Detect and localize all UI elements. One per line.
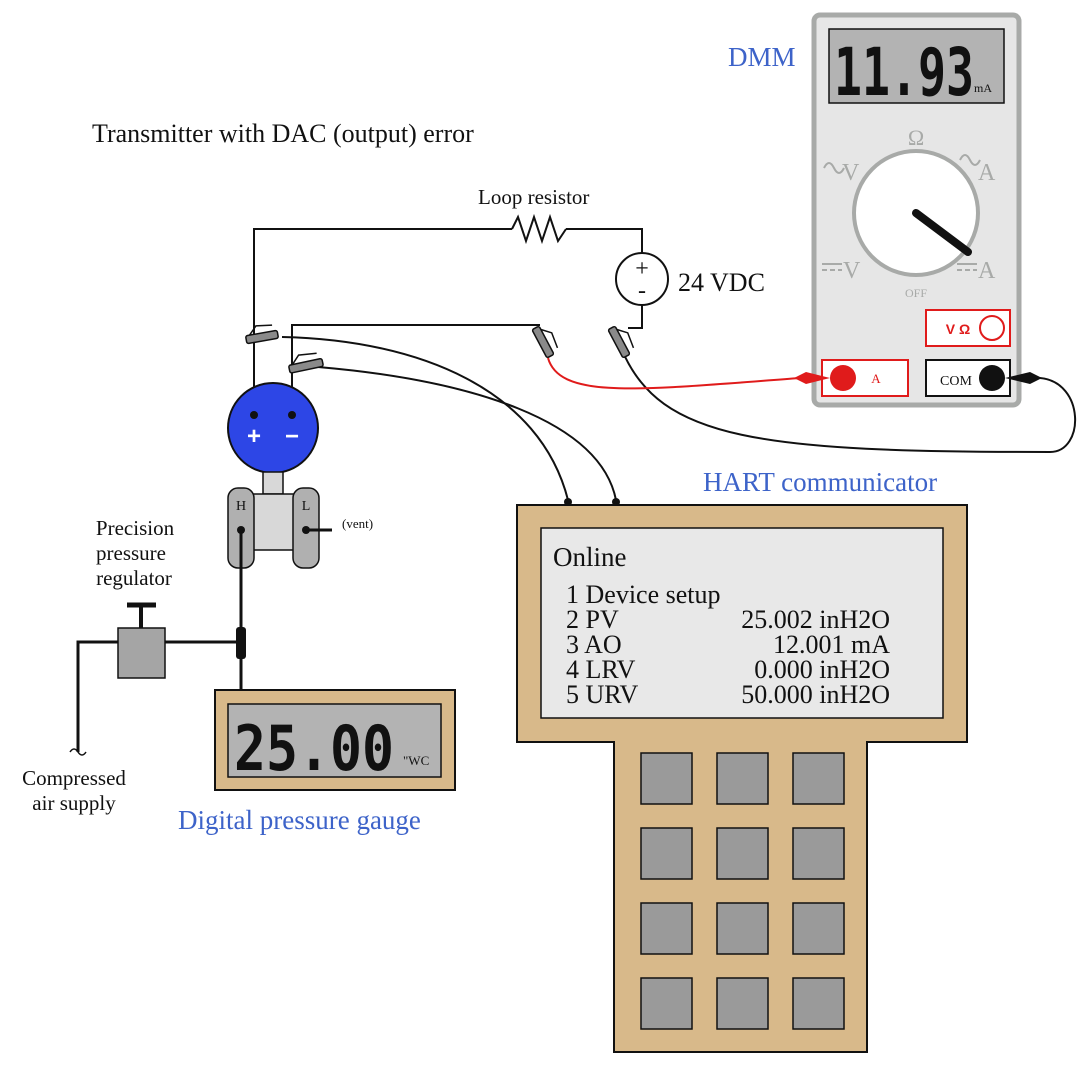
supply-plus-sign: + <box>635 256 649 282</box>
hart-menu-item-2[interactable]: 2 PV <box>566 605 619 634</box>
transmitter-plus-terminal: + <box>247 423 261 450</box>
high-port-label: H <box>236 499 246 514</box>
hart-menu-value-5: 50.000 inH2O <box>741 680 890 709</box>
hart-menu-item-1[interactable]: 1 Device setup <box>566 580 721 609</box>
loop-resistor-label: Loop resistor <box>478 185 589 209</box>
volt-ohm-jack[interactable] <box>979 315 1005 341</box>
off-label: OFF <box>905 286 927 300</box>
hart-keypad <box>640 752 845 1030</box>
gauge-display <box>227 703 442 778</box>
dc-power-supply: + - <box>615 252 669 306</box>
hart-key-r4-c2[interactable] <box>716 977 769 1030</box>
clip-dmm-red <box>531 325 559 359</box>
alligator-clips <box>245 324 635 374</box>
hart-key-r4-c3[interactable] <box>792 977 845 1030</box>
volt-ohm-jack-label: V Ω <box>946 321 970 337</box>
low-port-label: L <box>302 499 311 514</box>
hart-key-r2-c3[interactable] <box>792 827 845 880</box>
air-supply-label-line1: Compressed <box>22 766 126 790</box>
hart-screen-title: Online <box>553 542 627 572</box>
digital-multimeter: 11.93 mA Ω V A V A OFF V Ω A COM <box>794 12 1042 408</box>
regulator-label-line3: regulator <box>96 566 172 590</box>
vent-label: (vent) <box>342 516 373 531</box>
ac-volts-label: V <box>842 160 860 186</box>
pneumatic-tubing <box>76 530 243 752</box>
tee-fitting <box>236 627 246 659</box>
dc-amps-label: A <box>978 258 996 284</box>
air-supply-label-line2: air supply <box>32 791 116 815</box>
common-jack-label: COM <box>940 374 972 389</box>
sensor-body <box>251 493 297 551</box>
hart-menu-value-2: 25.002 inH2O <box>741 605 890 634</box>
air-supply-break-mark <box>69 748 87 756</box>
dc-volts-icon <box>822 263 842 271</box>
gauge-unit: "WC <box>403 753 429 768</box>
dmm-caption: DMM <box>728 42 796 72</box>
clip-dmm-black <box>607 325 635 359</box>
amps-jack[interactable] <box>830 365 856 391</box>
hart-screen <box>540 527 944 719</box>
supply-minus-sign: - <box>638 278 646 304</box>
transmitter-head <box>227 382 319 474</box>
clip-hart-minus <box>288 352 324 374</box>
regulator-label-line2: pressure <box>96 541 166 565</box>
dmm-reading: 11.93 <box>834 34 974 111</box>
ac-volts-icon <box>823 162 845 174</box>
hart-key-r4-c1[interactable] <box>640 977 693 1030</box>
ac-amps-label: A <box>978 160 996 186</box>
pressure-regulator: Precision pressure regulator <box>96 516 175 679</box>
common-jack[interactable] <box>979 365 1005 391</box>
hart-key-r1-c2[interactable] <box>716 752 769 805</box>
loop-wiring <box>253 213 1077 501</box>
diagram-title: Transmitter with DAC (output) error <box>92 119 474 148</box>
digital-pressure-gauge: 25.00 "WC <box>214 689 456 791</box>
black-probe-plug <box>1005 372 1042 384</box>
gauge-caption: Digital pressure gauge <box>178 805 421 835</box>
amps-jack-label: A <box>871 371 881 386</box>
hart-key-r3-c1[interactable] <box>640 902 693 955</box>
dc-volts-label: V <box>843 258 861 284</box>
dmm-dial-pointer <box>912 209 972 256</box>
gauge-reading: 25.00 <box>234 712 394 785</box>
hart-menu-value-3: 12.001 mA <box>773 630 890 659</box>
hart-menu-item-3[interactable]: 3 AO <box>566 630 622 659</box>
transmitter-minus-terminal: − <box>285 423 299 450</box>
dc-amps-icon <box>957 263 977 271</box>
ac-amps-icon <box>959 154 981 166</box>
hart-menu-item-4[interactable]: 4 LRV <box>566 655 636 684</box>
hart-menu-value-4: 0.000 inH2O <box>754 655 890 684</box>
hart-key-r2-c1[interactable] <box>640 827 693 880</box>
hart-key-r3-c3[interactable] <box>792 902 845 955</box>
hart-key-r1-c3[interactable] <box>792 752 845 805</box>
hart-key-r2-c2[interactable] <box>716 827 769 880</box>
dmm-display <box>828 28 1005 104</box>
hart-key-r1-c1[interactable] <box>640 752 693 805</box>
red-test-lead <box>547 357 801 390</box>
regulator-label-line1: Precision <box>96 516 175 540</box>
clip-hart-plus <box>245 324 279 345</box>
hart-caption: HART communicator <box>703 467 937 497</box>
supply-voltage-label: 24 VDC <box>678 268 765 297</box>
pressure-transmitter: + − H L (vent) <box>227 382 373 569</box>
dmm-unit: mA <box>974 81 992 95</box>
red-probe-plug <box>794 372 830 384</box>
hart-menu-item-5[interactable]: 5 URV <box>566 680 639 709</box>
hart-key-r3-c2[interactable] <box>716 902 769 955</box>
ohm-icon: Ω <box>908 125 924 150</box>
